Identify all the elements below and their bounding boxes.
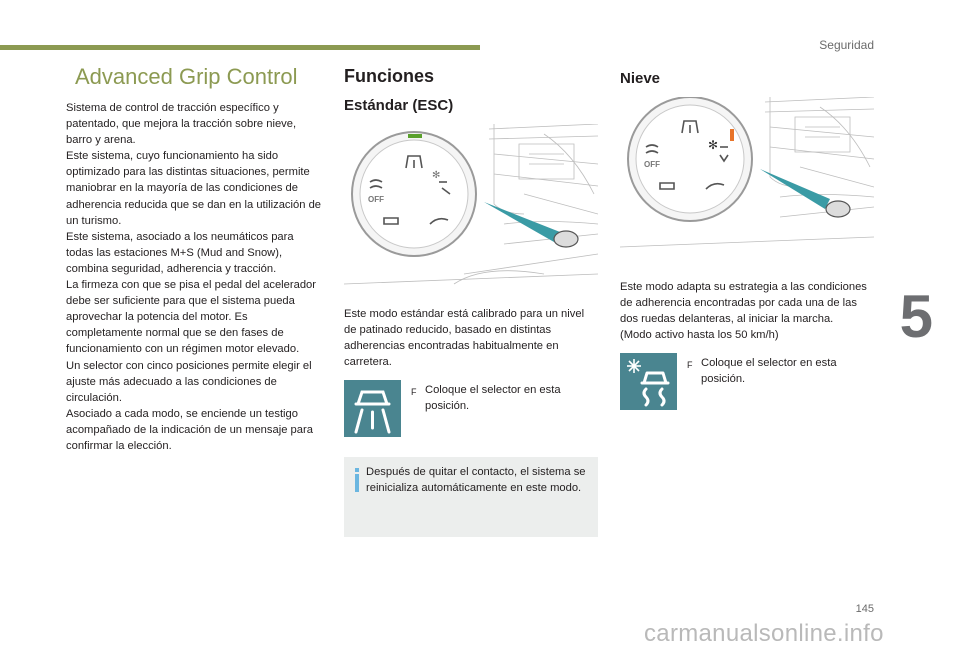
- standard-step-text: Coloque el selector en esta posición.: [425, 384, 561, 413]
- standard-mode-icon: [344, 380, 401, 438]
- snow-heading: Nieve: [620, 70, 661, 87]
- intro-paragraph: Asociado a cada modo, se enciende un tes…: [66, 407, 313, 452]
- info-icon: [352, 464, 366, 530]
- step-bullet: F: [687, 360, 693, 371]
- functions-column: Funciones Estándar (ESC) OFF ✻: [344, 64, 598, 538]
- snow-mode-icon: [620, 353, 677, 411]
- functions-heading: Funciones: [344, 66, 435, 86]
- page-title: Advanced Grip Control: [75, 64, 298, 89]
- snow-description: Este modo adapta su estrategia a las con…: [620, 279, 874, 343]
- standard-step: F Coloque el selector en esta posición.: [344, 380, 598, 438]
- intro-paragraph: Un selector con cinco posiciones permite…: [66, 359, 312, 404]
- snow-selector-illustration: OFF ✻: [620, 97, 874, 267]
- intro-text: Sistema de control de tracción específic…: [66, 100, 324, 454]
- dial-off-label: OFF: [644, 160, 660, 169]
- chapter-number: 5: [899, 283, 933, 350]
- selector-dial-illustration: OFF ✻: [344, 124, 598, 285]
- standard-heading: Estándar (ESC): [344, 97, 454, 114]
- intro-paragraph: Sistema de control de tracción específic…: [66, 102, 297, 147]
- step-bullet: F: [411, 387, 417, 398]
- watermark: carmanualsonline.info: [644, 620, 884, 647]
- section-label: Seguridad: [819, 38, 874, 52]
- header-bar: [0, 45, 480, 50]
- selector-dial-illustration: OFF ✻: [620, 97, 874, 248]
- standard-description: Este modo estándar está calibrado para u…: [344, 308, 585, 369]
- svg-text:✻: ✻: [432, 170, 440, 181]
- snow-column: Nieve OFF ✻: [620, 64, 874, 411]
- page-number: 145: [855, 603, 874, 615]
- snow-step-text: Coloque el selector en esta posición.: [701, 357, 837, 386]
- info-text: Después de quitar el contacto, el sistem…: [366, 466, 586, 495]
- snow-description-text: Este modo adapta su estrategia a las con…: [620, 281, 867, 326]
- snow-step: F Coloque el selector en esta posición.: [620, 353, 874, 411]
- intro-paragraph: Este sistema, asociado a los neumáticos …: [66, 230, 294, 275]
- intro-column: Advanced Grip Control Sistema de control…: [66, 64, 324, 454]
- dial-off-label: OFF: [368, 195, 384, 204]
- snow-speed-note: (Modo activo hasta los 50 km/h): [620, 329, 779, 342]
- svg-text:✻: ✻: [708, 138, 718, 152]
- info-note: Después de quitar el contacto, el sistem…: [344, 457, 598, 538]
- intro-paragraph: Este sistema, cuyo funcionamiento ha sid…: [66, 150, 322, 227]
- intro-paragraph: La firmeza con que se pisa el pedal del …: [66, 279, 317, 356]
- standard-selector-illustration: OFF ✻: [344, 124, 598, 294]
